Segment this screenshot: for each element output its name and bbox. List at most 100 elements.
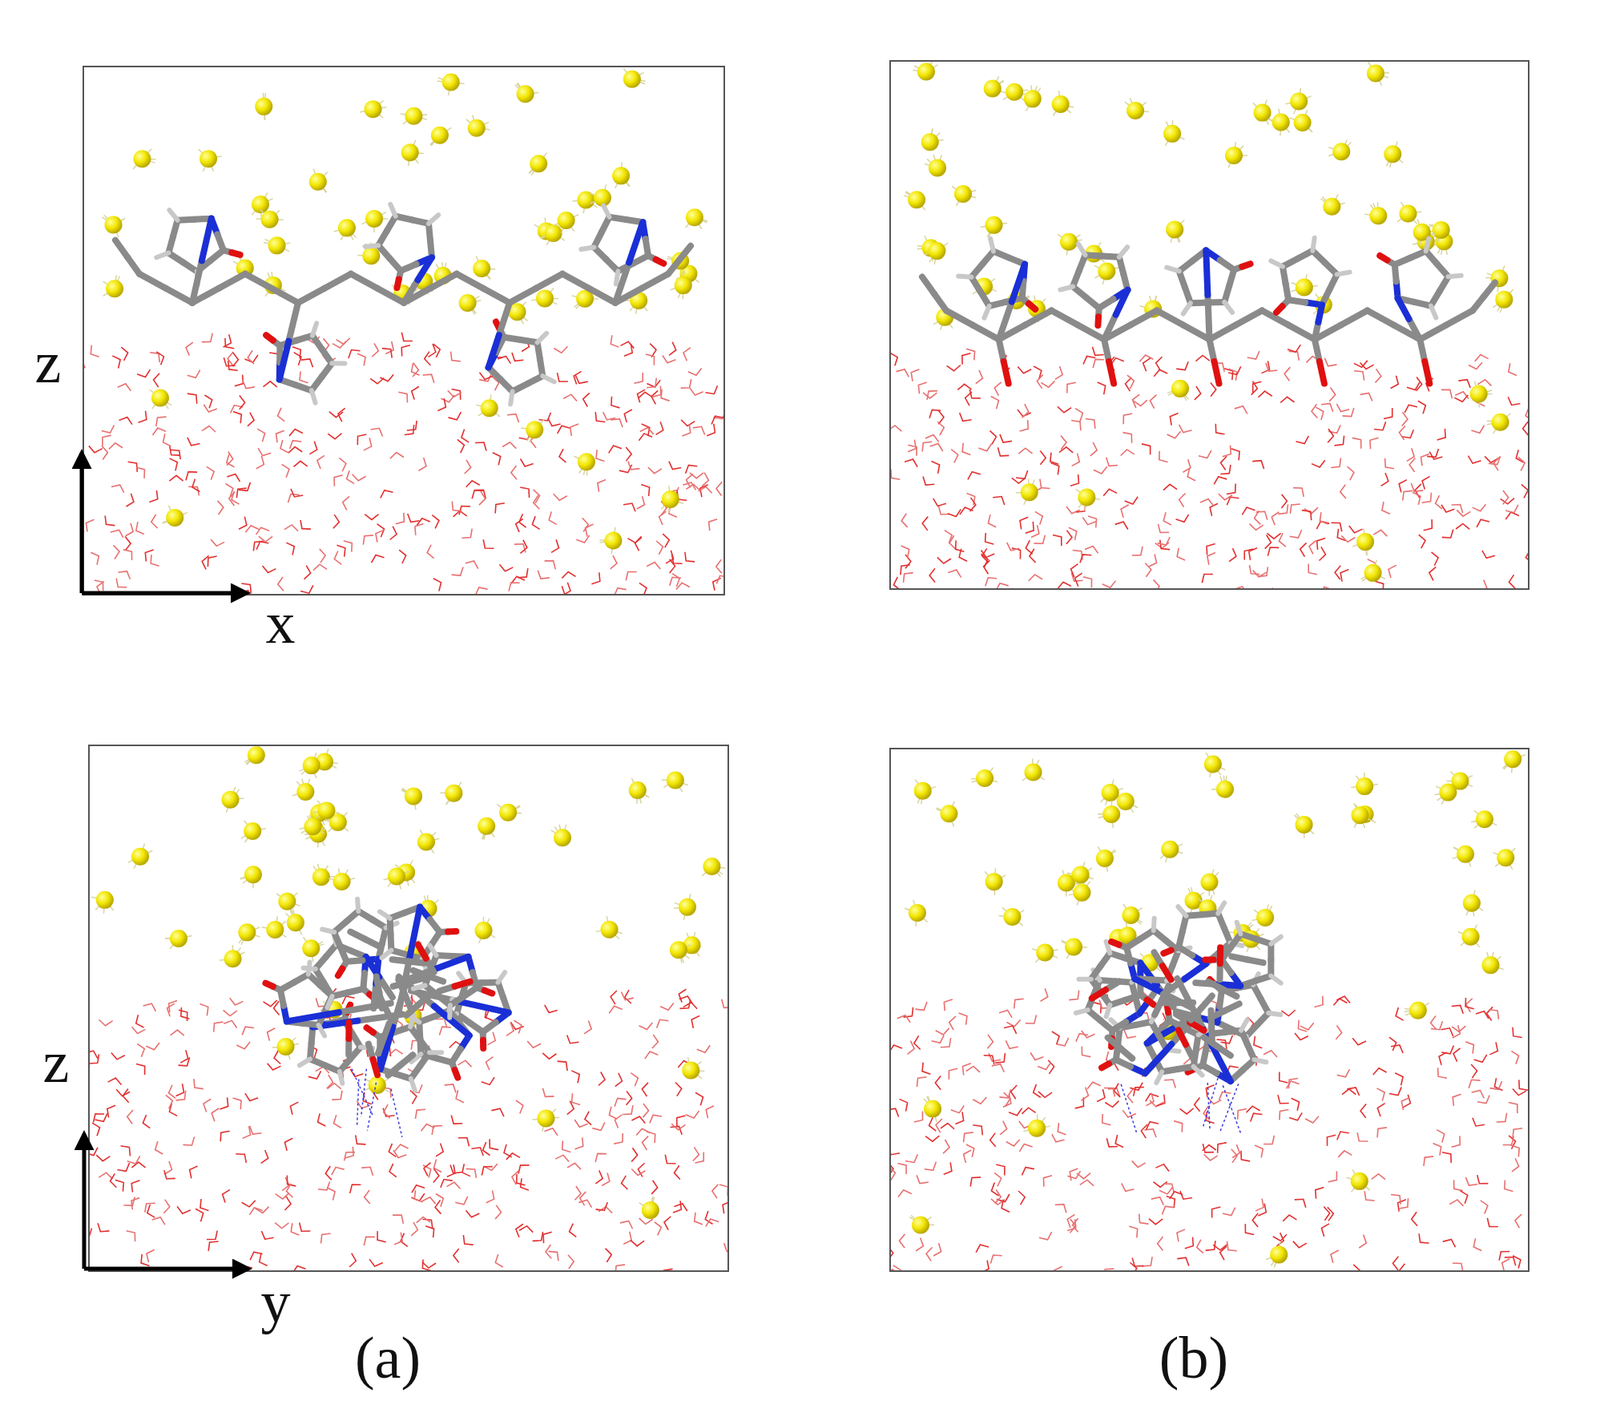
methane-molecule: [1320, 194, 1345, 216]
bond-stick: [1419, 325, 1447, 340]
snapshot-panel: [887, 60, 1533, 595]
methane-molecule: [1351, 802, 1373, 828]
methane-molecule: [1366, 61, 1390, 85]
methane-molecule: [589, 184, 612, 211]
bond-stick: [383, 1023, 390, 1039]
methane-molecule: [103, 274, 124, 298]
methane-molecule: [921, 128, 944, 151]
bond-stick: [1183, 325, 1210, 340]
methane-molecule: [1094, 261, 1121, 284]
methane-molecule: [149, 389, 173, 410]
methane-molecule: [256, 209, 284, 229]
bond-stick: [484, 990, 493, 994]
bond-stick: [1379, 255, 1387, 261]
methane-molecule: [1251, 903, 1274, 926]
methane-molecule: [980, 216, 1008, 238]
methane-molecule: [1383, 141, 1403, 168]
methane-molecule: [1015, 478, 1039, 505]
bond-stick: [1111, 941, 1119, 945]
bond-stick: [350, 274, 378, 289]
methane-molecule: [219, 944, 246, 968]
bond-stick: [509, 288, 537, 303]
bond-stick: [279, 341, 290, 380]
methane-molecule: [1503, 749, 1527, 773]
bond-stick: [435, 956, 469, 970]
bond-stick: [1205, 250, 1208, 295]
methane-molecule: [971, 767, 998, 787]
methane-molecule: [599, 527, 622, 555]
bond-stick: [1178, 1029, 1186, 1044]
water-molecules: [890, 987, 1528, 1271]
axis-label: x: [265, 592, 296, 653]
axis-arrow: [84, 1266, 249, 1271]
bond-stick: [201, 218, 212, 262]
bond-stick: [1144, 1043, 1172, 1073]
methane-molecule: [244, 745, 266, 765]
methane-molecule: [1360, 560, 1385, 582]
methane-molecule: [276, 892, 301, 914]
bond-stick: [338, 968, 343, 976]
bond-stick: [1314, 339, 1320, 363]
methane-molecule: [1481, 951, 1504, 975]
methane-molecule: [437, 73, 465, 97]
methane-molecule: [669, 940, 692, 963]
bond-stick: [641, 274, 669, 289]
methane-molecule: [261, 915, 287, 939]
methane-molecule: [573, 452, 595, 476]
polymer-molecule: [922, 237, 1496, 384]
methane-molecule: [91, 890, 114, 914]
snapshot-panel: [77, 66, 729, 600]
bond-stick: [946, 310, 973, 326]
methane-molecule: [459, 294, 482, 315]
methane-molecule: [1452, 845, 1475, 867]
bond-stick: [427, 975, 444, 982]
bond-stick: [418, 943, 427, 958]
bond-stick: [1108, 1037, 1121, 1048]
methane-molecule: [162, 505, 188, 527]
methane-molecule: [596, 915, 623, 939]
axis-label: y: [261, 1271, 291, 1331]
bond-stick: [1419, 339, 1425, 363]
methane-molecule: [466, 115, 491, 138]
bond-stick: [499, 302, 510, 335]
methane-molecule: [639, 1196, 660, 1219]
bond-stick: [350, 931, 365, 940]
methane-molecule: [1458, 924, 1480, 948]
methane-molecule: [1022, 758, 1045, 782]
bond-stick: [1162, 965, 1172, 980]
methane-molecule: [1493, 847, 1516, 870]
methane-molecule: [1083, 241, 1106, 263]
methane-molecule: [364, 1076, 390, 1094]
methane-molecule: [1163, 120, 1185, 146]
bond-stick: [1176, 999, 1193, 1006]
methane-molecule: [128, 843, 154, 869]
methane-molecule: [475, 394, 500, 417]
bond-stick: [409, 906, 420, 960]
methane-molecule: [496, 803, 522, 822]
methane-molecule: [1364, 201, 1387, 225]
bond-stick: [1134, 978, 1164, 993]
methane-molecule: [1493, 289, 1514, 313]
bond-stick: [456, 274, 484, 289]
methane-molecule: [357, 241, 380, 265]
methane-molecule: [312, 863, 335, 886]
methane-molecule: [221, 786, 245, 813]
methane-molecule: [1097, 800, 1121, 828]
bond-stick: [325, 995, 332, 1011]
axis-label: z: [43, 1031, 70, 1092]
methane-molecule: [553, 211, 579, 234]
methane-molecule: [400, 107, 428, 125]
methane-molecule: [1067, 861, 1094, 883]
methane-molecule: [951, 185, 976, 206]
methane-molecule: [1291, 274, 1318, 297]
bond-stick: [1408, 318, 1420, 340]
bond-stick: [357, 1014, 403, 1021]
polymer-molecule: [115, 204, 691, 404]
methane-molecule: [263, 236, 291, 254]
bond-stick: [1235, 310, 1262, 326]
bond-stick: [1094, 316, 1102, 326]
methane-molecule: [551, 824, 572, 847]
bond-stick: [1217, 1046, 1231, 1056]
bond-stick: [1367, 310, 1395, 326]
